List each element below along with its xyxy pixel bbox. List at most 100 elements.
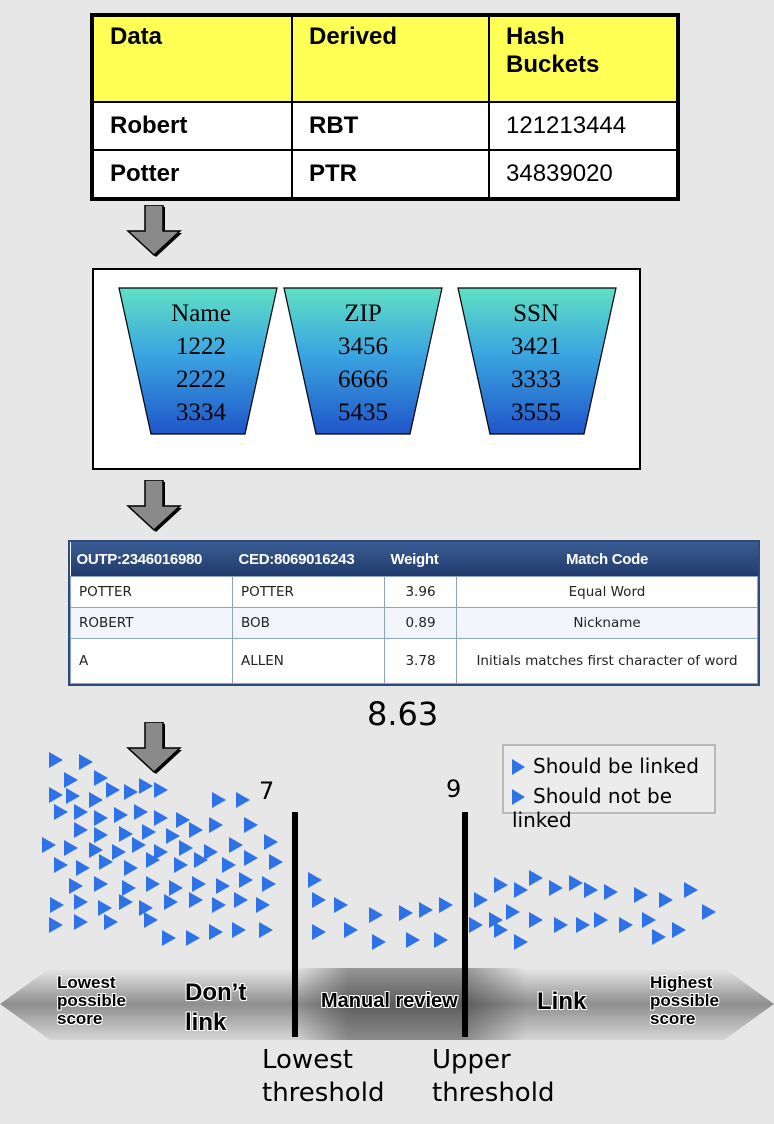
table-row: A ALLEN 3.78 Initials matches first char… [70, 638, 758, 684]
cell-data: Robert [91, 101, 293, 151]
upper-threshold-value: 9 [446, 775, 462, 803]
record-triangle-icon [634, 887, 648, 903]
record-triangle-icon [192, 876, 206, 892]
legend-item-not-linked: Should not be linked [512, 784, 714, 832]
bucket-label: ZIP [344, 300, 382, 327]
scale-lowest: Lowest possible score [57, 974, 126, 1028]
bucket-value: 3334 [176, 399, 226, 426]
record-triangle-icon [494, 922, 508, 938]
record-triangle-icon [64, 840, 78, 856]
table-row: Potter PTR 34839020 [91, 149, 679, 200]
bucket-value: 3333 [511, 366, 561, 393]
bucket-value: 3421 [511, 333, 561, 360]
record-triangle-icon [506, 904, 520, 920]
scale-highest: Highest possible score [650, 974, 719, 1028]
record-triangle-icon [179, 840, 193, 856]
record-triangle-icon [234, 892, 248, 908]
record-triangle-icon [114, 807, 128, 823]
record-triangle-icon [529, 912, 543, 928]
lower-threshold-label: Lowest threshold [262, 1044, 384, 1110]
record-triangle-icon [139, 900, 153, 916]
table-row: ROBERT BOB 0.89 Nickname [70, 607, 758, 639]
record-triangle-icon [439, 897, 453, 913]
bucket-ssn: SSN 3421 3333 3555 [486, 297, 586, 429]
buckets-svg [118, 287, 617, 435]
lower-threshold-line-1: Lowest [262, 1045, 353, 1075]
cell-outp: ROBERT [70, 607, 233, 639]
record-triangle-icon [594, 912, 608, 928]
scale-dont-link-line: link [185, 1009, 227, 1036]
record-triangle-icon [229, 837, 243, 853]
record-triangle-icon [104, 914, 118, 930]
record-triangle-icon [256, 897, 270, 913]
record-triangle-icon [54, 857, 68, 873]
record-triangle-icon [124, 860, 138, 876]
record-triangle-icon [369, 907, 383, 923]
record-triangle-icon [154, 844, 168, 860]
table-row: Robert RBT 121213444 [91, 101, 679, 151]
record-triangle-icon [529, 870, 543, 886]
bucket-zip: ZIP 3456 6666 5435 [313, 297, 413, 429]
record-triangle-icon [244, 850, 258, 866]
bucket-label: SSN [513, 300, 559, 327]
cell-hash: 34839020 [488, 149, 679, 200]
header-outp: OUTP:2346016980 [70, 542, 233, 577]
record-triangle-icon [89, 842, 103, 858]
record-triangle-icon [399, 905, 413, 921]
record-triangle-icon [42, 837, 56, 853]
record-triangle-icon [174, 857, 188, 873]
cell-match-code: Equal Word [456, 576, 758, 608]
record-triangle-icon [94, 810, 108, 826]
record-triangle-icon [262, 876, 276, 892]
scale-lowest-line: score [57, 1009, 103, 1028]
header-data: Data [91, 14, 293, 103]
record-triangle-icon [554, 917, 568, 933]
record-triangle-icon [154, 810, 168, 826]
record-triangle-icon [194, 852, 208, 868]
record-triangle-icon [66, 788, 80, 804]
scale-highest-line: score [650, 1009, 696, 1028]
lower-threshold-value: 7 [259, 777, 275, 805]
record-triangle-icon [154, 782, 168, 798]
bucket-value: 1222 [176, 333, 226, 360]
bucket-label: Name [171, 300, 231, 327]
record-triangle-icon [514, 882, 528, 898]
match-table: OUTP:2346016980 CED:8069016243 Weight Ma… [68, 540, 760, 686]
records-scatter [42, 752, 716, 950]
scale-highest-line: possible [650, 991, 719, 1010]
triangle-icon [512, 789, 525, 805]
record-triangle-icon [434, 932, 448, 948]
header-derived: Derived [291, 14, 490, 103]
cell-hash: 121213444 [488, 101, 679, 151]
header-hash-line1: Hash [506, 23, 565, 50]
legend: Should be linked Should not be linked [502, 744, 716, 832]
record-triangle-icon [119, 894, 133, 910]
bucket-shape-zip [283, 287, 443, 435]
bucket-value: 2222 [176, 366, 226, 393]
record-triangle-icon [344, 922, 358, 938]
triangle-icon [512, 759, 525, 775]
record-triangle-icon [334, 897, 348, 913]
record-triangle-icon [99, 854, 113, 870]
record-triangle-icon [244, 817, 258, 833]
legend-item-linked: Should be linked [512, 754, 699, 778]
cell-outp: A [70, 638, 233, 684]
record-triangle-icon [76, 860, 90, 876]
legend-label: Should not be linked [512, 784, 673, 832]
record-triangle-icon [49, 752, 63, 768]
record-triangle-icon [49, 787, 63, 803]
record-triangle-icon [209, 817, 223, 833]
record-triangle-icon [222, 857, 236, 873]
record-triangle-icon [54, 804, 68, 820]
record-triangle-icon [702, 904, 716, 920]
record-triangle-icon [106, 782, 120, 798]
table-row: POTTER POTTER 3.96 Equal Word [70, 576, 758, 608]
record-triangle-icon [269, 854, 283, 870]
record-triangle-icon [406, 932, 420, 948]
record-triangle-icon [576, 917, 590, 933]
record-triangle-icon [619, 917, 633, 933]
record-triangle-icon [146, 876, 160, 892]
bucket-value: 3456 [338, 333, 388, 360]
cell-derived: PTR [291, 149, 490, 200]
